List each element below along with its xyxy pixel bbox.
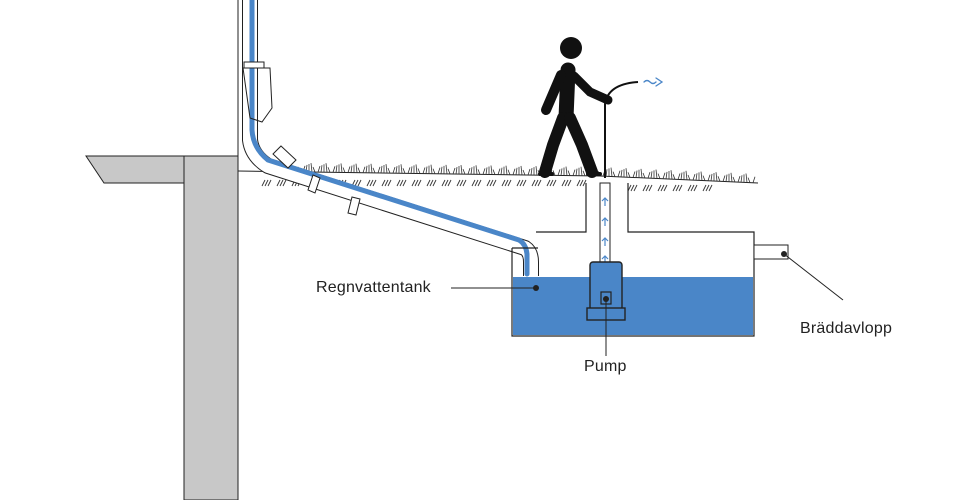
pipe-coupling [243, 61, 265, 69]
house-foundation [85, 0, 239, 500]
upflow-arrows [601, 197, 609, 264]
person-leg-back [539, 112, 569, 178]
shaft-left-wall [536, 183, 587, 233]
upflow-arrow [601, 197, 609, 206]
tank-label: Regnvattentank [316, 279, 431, 296]
pipe-coupling [347, 196, 361, 216]
person-leg-front [564, 112, 598, 178]
garden-hose [604, 77, 664, 178]
overflow-leader-line [783, 253, 844, 301]
downspout-water-flow [249, 0, 530, 277]
downspout-pipe [242, 0, 539, 277]
person-head [560, 37, 582, 59]
grass-texture [297, 162, 756, 183]
callout-lines [451, 251, 844, 356]
pump-label: Pump [584, 358, 627, 375]
rain-filter-housing [242, 67, 273, 123]
water-spray-icon [643, 77, 664, 87]
pipe-coupling [307, 174, 321, 194]
overflow-label: Bräddavlopp [800, 320, 893, 337]
tank-outline [511, 183, 755, 337]
upflow-arrow [601, 237, 609, 246]
overflow-leader-dot [781, 251, 787, 257]
tank-leader-dot [533, 285, 539, 291]
pipe-coupling [272, 145, 297, 169]
hose-line [604, 81, 639, 178]
downspout-pipe-inner [243, 0, 538, 276]
person-arm-front [569, 71, 613, 105]
foundation-wall [183, 155, 239, 500]
rainwater-tank [511, 183, 755, 337]
overflow-pipe [753, 244, 789, 260]
upflow-arrow [601, 217, 609, 226]
person-arm-back [541, 70, 566, 115]
overflow-outlet [753, 244, 789, 260]
ground [237, 162, 759, 192]
tank-water [513, 277, 753, 335]
pump-leader-dot [603, 296, 609, 302]
walking-person-icon [538, 37, 613, 178]
person-torso [558, 62, 576, 126]
